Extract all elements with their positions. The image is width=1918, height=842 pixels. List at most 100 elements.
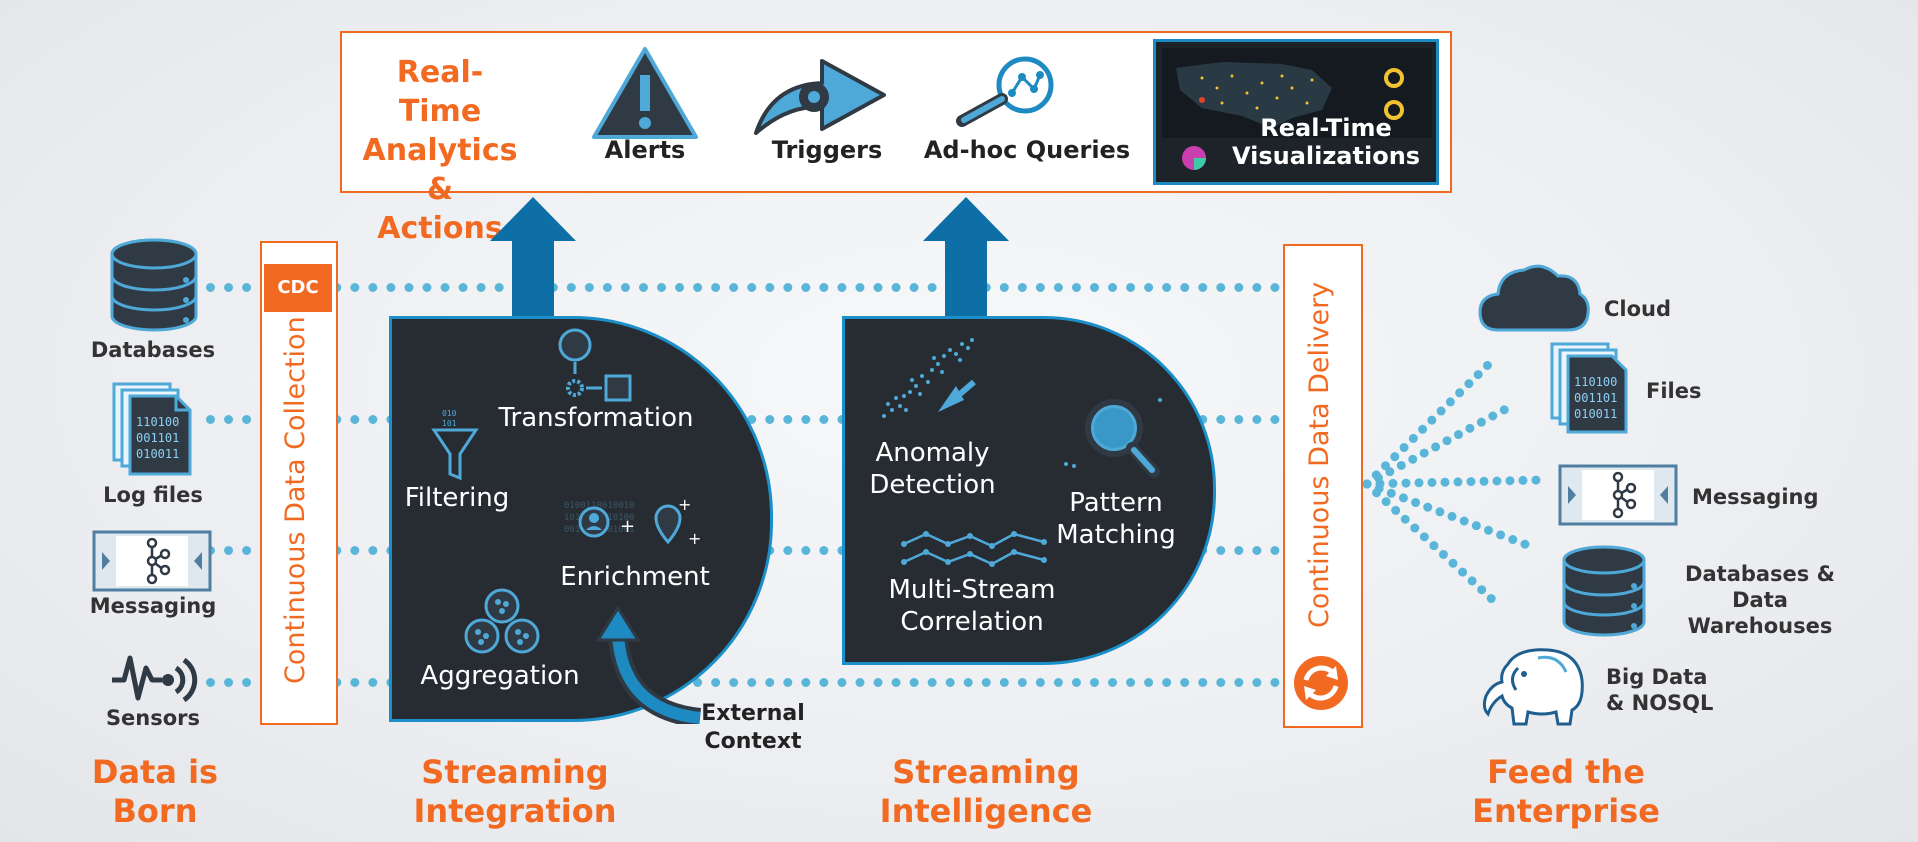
big-data-line1: Big Data [1606,665,1708,689]
log-files-label: Log files [103,483,203,507]
query-icon [956,56,1054,127]
visualization-label-line1: Real-Time [1260,114,1392,142]
svg-text:+: + [688,529,700,548]
stage-feed-line1: Feed the [1487,753,1645,791]
stage-data-born: Data is Born [60,753,250,831]
big-data-label: Big Data & NOSQL [1606,664,1713,716]
triggers-label: Triggers [771,136,883,164]
stage-streaming-integration: Streaming Integration [405,753,625,831]
stage-integration-line2: Integration [413,792,617,830]
data-delivery-box [1283,244,1363,728]
up-arrow-intelligence [923,197,1009,320]
svg-text:+: + [620,516,635,537]
messaging-icon [92,530,212,592]
filter-icon: 010 101 [431,409,479,481]
data-collection-label: Continuous Data Collection [280,316,311,684]
stage-feed-enterprise: Feed the Enterprise [1460,753,1672,831]
external-context-line1: External [701,701,805,726]
anomaly-detection-line1: Anomaly [875,438,990,468]
svg-text:0100110010010: 0100110010010 [564,501,634,511]
pattern-matching-line2: Matching [1056,520,1176,550]
cdc-badge: CDC [264,264,332,312]
enrichment-icon: 0100110010010 1011011010100 001010110100… [564,496,700,548]
analytics-heading-line2: Analytics [362,133,518,168]
transformation-label: Transformation [498,403,694,433]
stage-data-born-line2: Born [112,792,198,830]
sensor-icon [112,655,198,703]
external-context-label: External Context [688,700,818,756]
anomaly-detection-label: Anomaly Detection [860,437,1005,501]
svg-text:101: 101 [442,419,457,428]
data-warehouse-icon [1562,545,1646,637]
svg-text:010011: 010011 [136,447,179,461]
adhoc-queries-label: Ad-hoc Queries [923,136,1131,164]
cdc-badge-label: CDC [277,277,319,298]
svg-text:110100: 110100 [136,415,179,429]
delivery-fanout [1362,353,1545,607]
pattern-search-icon [1064,398,1162,478]
data-delivery-label: Continuous Data Delivery [1304,281,1335,628]
stage-intelligence-line1: Streaming [892,753,1080,791]
elephant-icon [1482,648,1584,726]
messaging-source-label: Messaging [89,594,217,618]
svg-text:010011: 010011 [1574,407,1617,421]
svg-text:001101: 001101 [136,431,179,445]
refresh-icon [1294,656,1348,710]
analytics-banner: Real-Time Analytics & Actions Alerts Tri… [340,31,1452,246]
visualization-dashboard-thumbnail: Real-Time Visualizations [1153,39,1439,185]
aggregation-icon [464,588,540,654]
pattern-matching-line1: Pattern [1069,488,1163,518]
svg-text:110100: 110100 [1574,375,1617,389]
transformation-icon [558,328,632,402]
pattern-matching-label: Pattern Matching [1046,487,1186,551]
databases-label: Databases [90,338,216,362]
filtering-label: Filtering [404,483,510,513]
stream-line-4 [206,678,1280,687]
intelligence-panel [842,316,1216,665]
analytics-heading: Real-Time Analytics & Actions [360,53,520,248]
anomaly-detection-line2: Detection [869,470,996,500]
data-warehouses-line1: Databases & [1685,562,1835,586]
stage-streaming-intelligence: Streaming Intelligence [870,753,1102,831]
analytics-heading-line3: & Actions [377,172,503,246]
alerts-label: Alerts [604,136,686,164]
anomaly-icon [882,338,976,418]
messaging-destination-icon [1558,464,1678,526]
log-files-icon: 110100 001101 010011 [112,382,192,476]
trigger-icon [754,59,886,135]
sensors-label: Sensors [105,706,201,730]
visualization-label-line2: Visualizations [1231,142,1421,170]
aggregation-label: Aggregation [420,661,580,691]
alert-icon [592,47,698,139]
svg-text:010: 010 [442,409,457,418]
map-visual [1162,48,1432,138]
database-icon [110,238,198,332]
files-icon: 110100 001101 010011 [1550,342,1628,434]
stage-data-born-line1: Data is [91,753,219,791]
stage-integration-line1: Streaming [421,753,609,791]
cloud-icon [1478,264,1590,332]
files-label: Files [1646,379,1702,403]
stage-feed-line2: Enterprise [1472,792,1660,830]
enrichment-label: Enrichment [560,562,710,592]
big-data-line2: & NOSQL [1606,691,1714,715]
multi-stream-line1: Multi-Stream [888,575,1056,605]
multi-stream-line2: Correlation [900,607,1044,637]
visualization-label: Real-Time Visualizations [1216,114,1436,170]
messaging-destination-label: Messaging [1692,485,1819,509]
stream-line-1 [206,283,1280,292]
external-context-line2: Context [704,729,802,754]
up-arrow-integration [490,197,576,320]
multi-stream-correlation-label: Multi-Stream Correlation [880,574,1064,638]
svg-text:+: + [678,496,691,514]
cloud-label: Cloud [1604,297,1672,321]
data-warehouses-line2: Data Warehouses [1687,588,1833,638]
external-context-arrow [595,605,702,724]
data-warehouses-label: Databases & Data Warehouses [1660,561,1860,639]
multi-stream-icon [901,531,1047,567]
svg-text:001101: 001101 [1574,391,1617,405]
analytics-heading-line1: Real-Time [396,55,484,129]
stage-intelligence-line2: Intelligence [879,792,1093,830]
pie-chart-visual [1182,146,1206,170]
data-collection-box [260,241,338,725]
